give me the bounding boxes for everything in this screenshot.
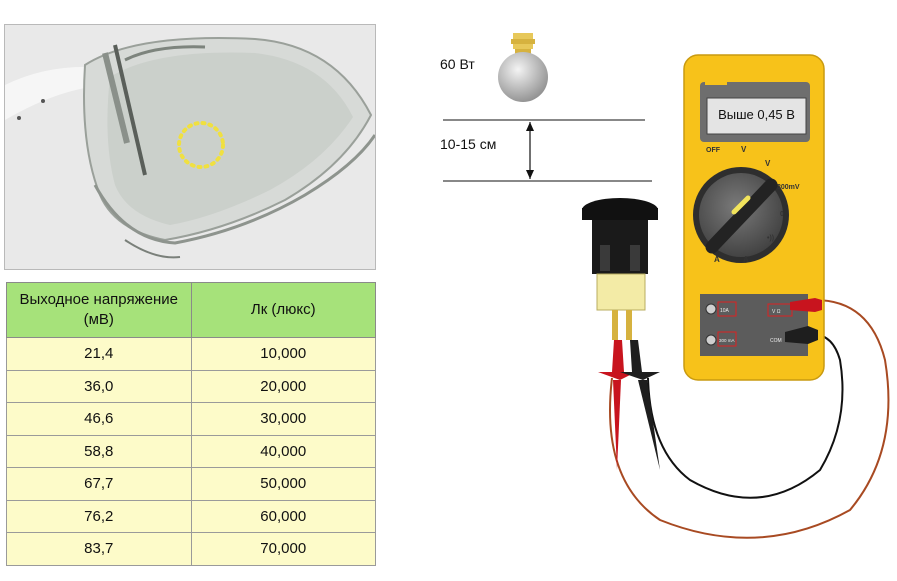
distance-label: 10-15 см — [440, 136, 497, 152]
dial-label-v-dc: V — [765, 159, 771, 168]
jack-label-10a: 10A — [720, 308, 730, 314]
table-cell-lux: 50,000 — [190, 467, 376, 501]
dial-label-off: OFF — [706, 147, 721, 154]
red-probe — [598, 340, 636, 470]
voltage-lux-table: Выходное напряжение (мВ) Лк (люкс) 21,4 … — [6, 282, 376, 566]
table-row: 67,7 50,000 — [6, 467, 376, 501]
jack-label-ma: 300 mA — [719, 338, 735, 343]
multimeter-display: Выше 0,45 В — [718, 107, 795, 122]
table-row: 21,4 10,000 — [6, 337, 376, 371]
distance-indicator — [443, 119, 652, 182]
light-sensor — [582, 198, 658, 340]
dial-label-a-dc: A — [743, 255, 749, 264]
table-row: 58,8 40,000 — [6, 434, 376, 468]
dial-label-continuity: •)) — [767, 235, 774, 242]
table-cell-lux: 10,000 — [190, 337, 376, 371]
windshield-photo — [4, 24, 376, 270]
table-header-lux: Лк (люкс) — [190, 282, 376, 338]
lamp-icon — [498, 33, 548, 102]
table-cell-voltage: 46,6 — [6, 402, 192, 436]
table-cell-voltage: 58,8 — [6, 434, 192, 468]
table-cell-voltage: 83,7 — [6, 532, 192, 566]
dial-label-mv: 300mV — [777, 184, 800, 191]
sensor-location-marker — [177, 121, 225, 169]
table-header-row: Выходное напряжение (мВ) Лк (люкс) — [6, 282, 376, 338]
red-wire — [609, 299, 890, 539]
lamp-power-label: 60 Вт — [440, 56, 475, 72]
table-header-voltage: Выходное напряжение (мВ) — [6, 282, 192, 338]
jack-label-vohm: V Ω — [772, 309, 781, 315]
table-cell-lux: 30,000 — [190, 402, 376, 436]
table-row: 83,7 70,000 — [6, 532, 376, 566]
table-cell-lux: 60,000 — [190, 499, 376, 533]
black-wire — [647, 333, 844, 499]
multimeter — [683, 54, 825, 381]
table-cell-voltage: 21,4 — [6, 337, 192, 371]
windshield-illustration — [5, 25, 375, 269]
table-cell-lux: 70,000 — [190, 532, 376, 566]
table-cell-voltage: 36,0 — [6, 369, 192, 403]
dial-label-v-ac: V — [741, 145, 747, 154]
table-cell-voltage: 76,2 — [6, 499, 192, 533]
dial-label-a-ac: A — [714, 255, 720, 264]
dial-label-zero: 0 — [780, 211, 784, 218]
table-cell-voltage: 67,7 — [6, 467, 192, 501]
table-row: 46,6 30,000 — [6, 402, 376, 436]
jack-label-com: COM — [770, 338, 782, 344]
table-row: 76,2 60,000 — [6, 499, 376, 533]
black-probe — [620, 340, 660, 470]
table-row: 36,0 20,000 — [6, 369, 376, 403]
